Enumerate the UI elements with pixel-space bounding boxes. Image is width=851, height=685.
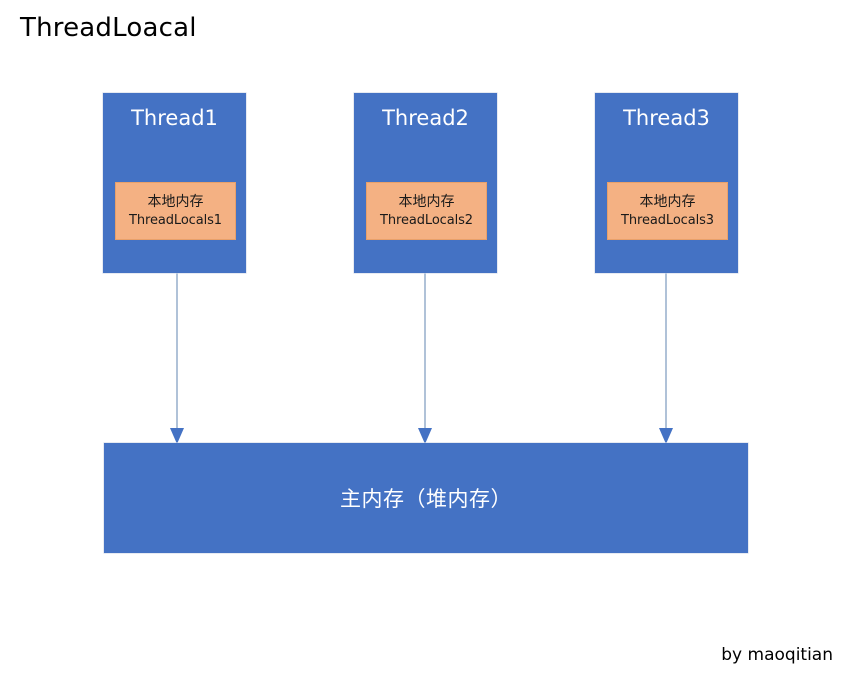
main-memory-label: 主内存（堆内存）	[340, 487, 512, 511]
connector-thread1-to-main-memory	[170, 272, 184, 444]
connector-thread2-to-main-memory	[418, 272, 432, 444]
local-memory-cn-label-thread3: 本地内存	[639, 193, 696, 210]
page-title: ThreadLoacal	[20, 13, 197, 43]
thread-title-thread3: Thread3	[623, 106, 710, 130]
local-memory-en-label-thread1: ThreadLocals1	[129, 212, 222, 228]
local-memory-box-thread2[interactable]: 本地内存 ThreadLocals2	[366, 182, 487, 240]
thread-box-thread2[interactable]: Thread2 本地内存 ThreadLocals2	[354, 93, 497, 273]
local-memory-en-label-thread2: ThreadLocals2	[380, 212, 473, 228]
main-memory-box[interactable]: 主内存（堆内存）	[104, 443, 748, 553]
thread-box-thread1[interactable]: Thread1 本地内存 ThreadLocals1	[103, 93, 246, 273]
thread-title-thread1: Thread1	[131, 106, 218, 130]
footer-credit: by maoqitian	[721, 645, 833, 665]
local-memory-cn-label-thread1: 本地内存	[147, 193, 204, 210]
thread-box-thread3[interactable]: Thread3 本地内存 ThreadLocals3	[595, 93, 738, 273]
local-memory-cn-label-thread2: 本地内存	[398, 193, 455, 210]
local-memory-box-thread3[interactable]: 本地内存 ThreadLocals3	[607, 182, 728, 240]
connector-thread3-to-main-memory	[659, 272, 673, 444]
local-memory-en-label-thread3: ThreadLocals3	[621, 212, 714, 228]
local-memory-box-thread1[interactable]: 本地内存 ThreadLocals1	[115, 182, 236, 240]
thread-title-thread2: Thread2	[382, 106, 469, 130]
